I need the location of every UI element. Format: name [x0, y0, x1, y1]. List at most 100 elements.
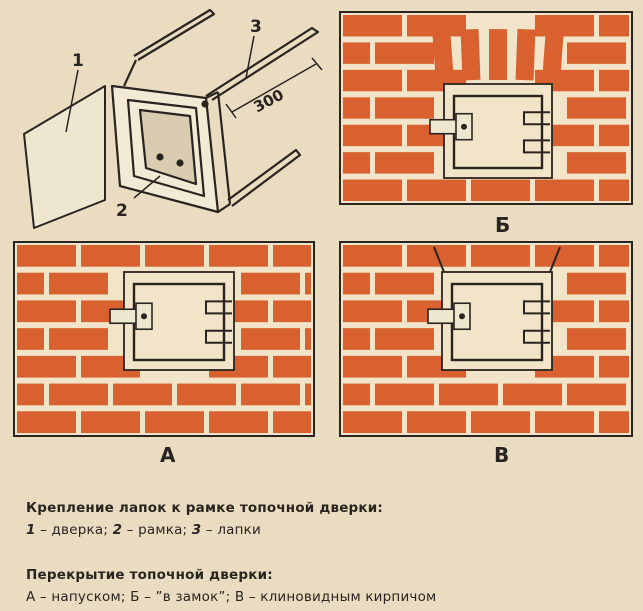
brick: [343, 411, 402, 433]
callout-2: 2: [116, 201, 128, 221]
brick: [305, 383, 311, 406]
bracket-top-left: [133, 8, 216, 61]
overlap-caption-text: А – напуском; Б – ”в замок”; В – клинови…: [26, 589, 437, 605]
latch-bolt: [459, 313, 465, 320]
leader-3: [245, 35, 255, 79]
frame-depth-bottom: [217, 203, 231, 213]
brick: [17, 272, 44, 295]
brick: [407, 179, 466, 201]
brick: [343, 15, 402, 37]
brick: [599, 15, 629, 37]
brick: [17, 411, 76, 433]
brick: [343, 383, 370, 406]
lock-brick: [515, 28, 536, 81]
door-plate: [23, 85, 106, 229]
brick: [375, 42, 434, 64]
item-num: 3: [191, 522, 202, 538]
item-num: 1: [26, 522, 36, 538]
item-text: – дверка;: [35, 522, 113, 538]
brick: [599, 69, 629, 92]
brick: [535, 245, 594, 267]
overlap-caption-title: Перекрытие топочной дверки:: [26, 567, 273, 583]
rivet: [156, 153, 164, 161]
isometric-assembly: [23, 8, 323, 229]
lock-brick: [489, 29, 507, 80]
brick: [503, 383, 562, 406]
brick: [17, 383, 44, 406]
wedge-line: [433, 246, 445, 273]
brick: [407, 15, 466, 37]
brick: [177, 383, 236, 406]
brick: [81, 411, 140, 433]
frame-depth-side: [216, 91, 232, 205]
lock-brick: [542, 29, 564, 82]
fastening-caption-title: Крепление лапок к рамке топочной дверки:: [26, 500, 384, 516]
brick: [535, 179, 594, 201]
leader-1: [65, 69, 79, 133]
brick: [471, 411, 530, 433]
dimension-line: [231, 63, 317, 113]
brick: [567, 42, 626, 64]
brick: [305, 272, 311, 295]
panel-a-lap-overlap: [13, 241, 315, 437]
item-num: 2: [112, 522, 123, 538]
dimension-tick: [225, 103, 237, 119]
rivet: [201, 100, 209, 108]
bracket-bottom-right: [227, 148, 302, 207]
brick: [375, 152, 434, 174]
dimension-tick: [311, 57, 323, 71]
frame-depth-top: [205, 91, 219, 99]
brick: [535, 15, 594, 37]
brick: [17, 300, 76, 323]
panel-v-wedge-overlap: [339, 241, 633, 437]
brick: [273, 355, 311, 378]
fastening-caption-items: 1 – дверка; 2 – рамка; 3 – лапки: [26, 522, 261, 538]
brick: [439, 383, 498, 406]
brick: [49, 328, 108, 350]
brick: [375, 272, 434, 295]
brick: [343, 272, 370, 295]
bracket-top-right: [205, 26, 320, 101]
brick: [375, 328, 434, 350]
panel-letter-a: А: [160, 443, 176, 467]
dimension-300: 300: [251, 86, 287, 117]
brick: [567, 383, 626, 406]
brick: [343, 97, 370, 119]
brick: [343, 179, 402, 201]
door-hinge: [205, 329, 232, 344]
brick: [17, 355, 76, 378]
brick: [567, 97, 626, 119]
door-hinge: [523, 139, 550, 154]
brick: [49, 383, 108, 406]
brick: [599, 245, 629, 267]
brick: [241, 328, 300, 350]
brick: [241, 383, 300, 406]
item-text: – лапки: [201, 522, 261, 538]
brick: [49, 272, 108, 295]
brick: [599, 179, 629, 201]
brick: [375, 97, 434, 119]
brick: [273, 245, 311, 267]
brick: [375, 383, 434, 406]
brick: [343, 245, 402, 267]
frame-inner: [126, 98, 206, 198]
latch-bolt: [461, 123, 467, 130]
brick: [17, 245, 76, 267]
door-hinge: [523, 300, 550, 315]
brick: [305, 328, 311, 350]
brick: [567, 152, 626, 174]
brick: [471, 245, 530, 267]
brick: [343, 355, 402, 378]
item-text: – рамка;: [122, 522, 192, 538]
callout-1: 1: [72, 51, 84, 71]
lock-brick: [460, 28, 481, 81]
brick: [343, 328, 370, 350]
brick: [471, 179, 530, 201]
brick: [599, 124, 629, 147]
latch-bolt: [141, 313, 147, 320]
rivet: [176, 159, 184, 167]
door-hinge: [523, 329, 550, 344]
brick: [599, 300, 629, 323]
brick: [17, 328, 44, 350]
